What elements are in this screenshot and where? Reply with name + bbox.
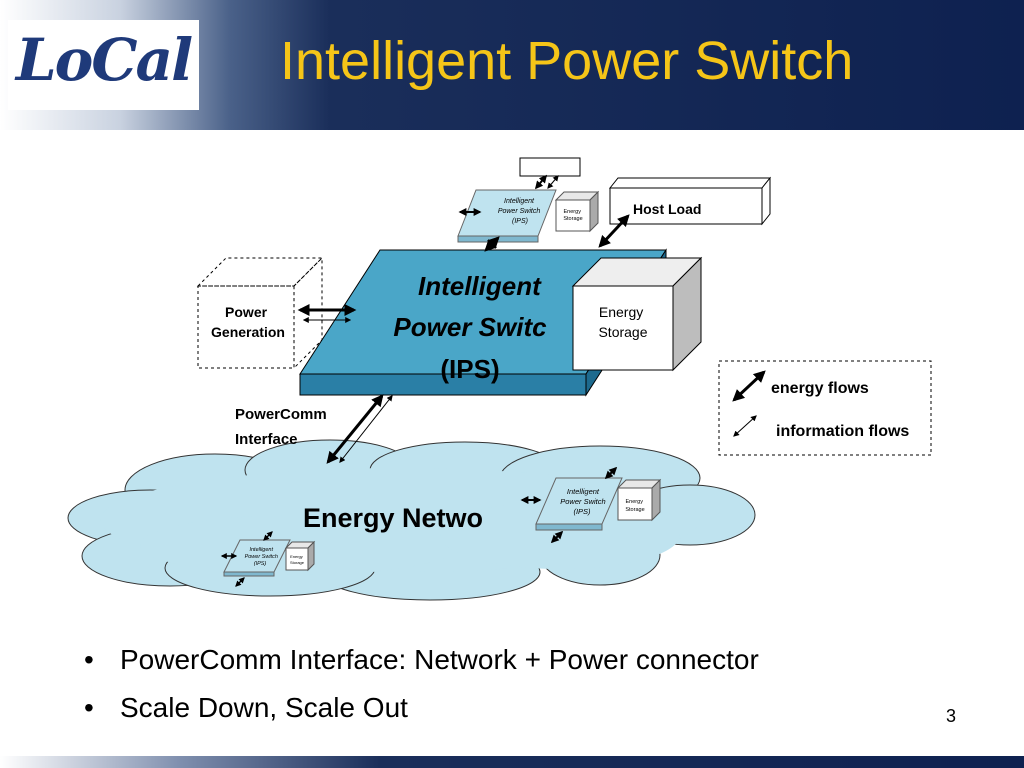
legend-energy-arrow: [732, 370, 766, 402]
svg-text:Power Generation: Power Generation: [211, 304, 285, 340]
svg-text:PowerComm Interface: PowerComm Interface: [235, 406, 331, 448]
mini-ips-top: Intelligent Power Switch (IPS) Energy St…: [457, 157, 600, 243]
bullet-dot: •: [84, 692, 94, 723]
svg-text:Intelligent Power Switch: Intelligent Power Switch (IPS): [560, 487, 608, 516]
ips-main-label-3: (IPS): [440, 354, 499, 384]
energy-flow-arrow-mini-top-up2: [547, 175, 559, 189]
ips-main-label-2: Power Switc: [393, 312, 547, 342]
logo-text: LoCal: [15, 26, 193, 94]
bullet-item: • Scale Down, Scale Out: [84, 688, 759, 736]
slide-header: LoCal Intelligent Power Switch: [0, 0, 1024, 130]
mini-ips-cloud-right: Intelligent Power Switch (IPS) Energy St…: [520, 466, 662, 544]
svg-text:Intelligent Power Switc: Intelligent Power Switc: [393, 271, 548, 342]
slide-title: Intelligent Power Switch: [280, 31, 854, 91]
bullet-dot: •: [84, 644, 94, 675]
ips-main-label-1: Intelligent: [418, 271, 542, 301]
legend-energy-flows: energy flows: [771, 380, 869, 397]
svg-text:Energy Storage: Energy Storage: [563, 209, 582, 222]
svg-text:Intelligent Power Switch: Intelligent Power Switch (IPS): [498, 198, 542, 225]
local-logo: LoCal: [8, 20, 199, 110]
energy-flow-arrow-mini-top-up: [534, 174, 548, 190]
bullet-list: • PowerComm Interface: Network + Power c…: [84, 640, 759, 736]
svg-text:Energy Storage: Energy Storage: [625, 499, 644, 513]
ips-diagram: Energy Netwo Intelligent Power Switch (I…: [67, 157, 932, 601]
host-load-label: Host Load: [633, 201, 701, 217]
info-flow-arrow-powercomm: [339, 395, 393, 463]
svg-text:Energy Storage: Energy Storage: [290, 554, 305, 565]
host-load-box: [608, 176, 772, 226]
energy-storage-label-1: Energy: [599, 304, 643, 320]
energy-flow-arrow-hostload: [598, 214, 630, 248]
legend-info-arrow: [733, 415, 757, 437]
power-generation-label-2: Generation: [211, 324, 285, 340]
page-number: 3: [946, 706, 957, 726]
svg-text:Energy Storage: Energy Storage: [598, 304, 647, 340]
bullet-text-2: Scale Down, Scale Out: [120, 692, 408, 723]
svg-text:Intelligent Power Switch: Intelligent Power Switch (IPS): [245, 547, 280, 567]
power-generation-label-1: Power: [225, 304, 268, 320]
flow-arrows: [297, 174, 630, 464]
energy-network-label: Energy Netwo: [303, 503, 483, 533]
legend: energy flows information flows: [718, 360, 932, 456]
powercomm-label-2: Interface: [235, 431, 298, 448]
slide-footer-bar: [0, 756, 1024, 768]
powercomm-label-1: PowerComm: [235, 406, 327, 423]
mini-ips-cloud-left: Intelligent Power Switch (IPS) Energy St…: [220, 531, 316, 587]
energy-storage-label-2: Storage: [598, 324, 647, 340]
legend-box: [718, 360, 932, 456]
energy-flow-arrow-mini-top: [484, 236, 500, 252]
bullet-text-1: PowerComm Interface: Network + Power con…: [120, 644, 759, 675]
bullet-item: • PowerComm Interface: Network + Power c…: [84, 640, 759, 688]
energy-storage-box: [571, 256, 703, 372]
legend-information-flows: information flows: [776, 423, 909, 440]
